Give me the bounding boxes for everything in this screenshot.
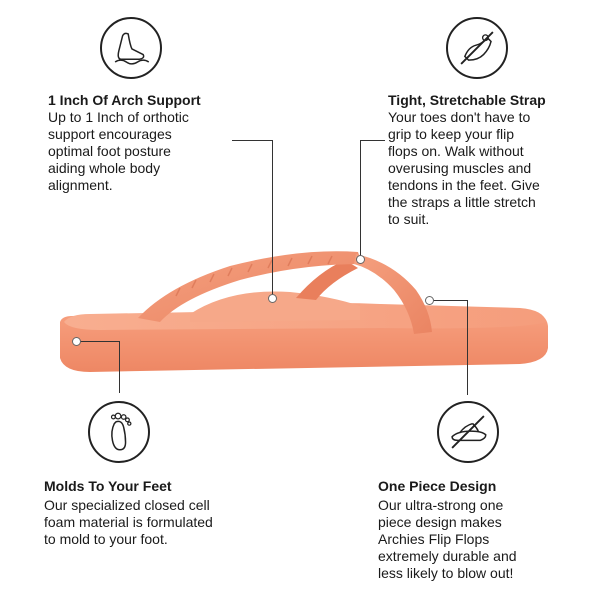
arch-leader-line-h [232, 140, 273, 141]
arch-line: alignment. [48, 177, 113, 193]
arch-line: aiding whole body [48, 160, 161, 176]
strap-line: the straps a little stretch [388, 194, 536, 210]
molds-line: foam material is formulated [44, 514, 213, 530]
molds-title: Molds To Your Feet [44, 478, 172, 494]
strap-line: to suit. [388, 211, 430, 227]
strap-line: Your toes don't have to [388, 109, 531, 125]
onepiece-leader-line-v [467, 300, 468, 395]
footprint-icon [88, 401, 150, 463]
onepiece-line: Our ultra-strong one [378, 497, 504, 513]
strap-title: Tight, Stretchable Strap [388, 92, 546, 108]
arch-line: support encourages [48, 126, 172, 142]
onepiece-line: less likely to blow out! [378, 565, 514, 581]
arch-marker-dot [268, 294, 277, 303]
onepiece-marker-dot [425, 296, 434, 305]
arch-leader-line-v [272, 140, 273, 297]
strap-leader-line-h [360, 140, 385, 141]
molds-marker-dot [72, 337, 81, 346]
strap-description: Your toes don't have to grip to keep you… [388, 109, 593, 228]
onepiece-description: Our ultra-strong one piece design makes … [378, 497, 593, 582]
arch-title: 1 Inch Of Arch Support [48, 92, 201, 108]
strap-line: overusing muscles and [388, 160, 532, 176]
strap-line: flops on. Walk without [388, 143, 524, 159]
molds-description: Our specialized closed cell foam materia… [44, 497, 274, 548]
arch-line: Up to 1 Inch of orthotic [48, 109, 189, 125]
onepiece-title: One Piece Design [378, 478, 497, 494]
foot-arch-icon [100, 17, 162, 79]
onepiece-leader-line-h [430, 300, 468, 301]
onepiece-line: extremely durable and [378, 548, 517, 564]
strap-leader-line-v [360, 140, 361, 258]
molds-leader-line-h [77, 341, 120, 342]
no-toe-grip-icon [446, 17, 508, 79]
onepiece-line: piece design makes [378, 514, 502, 530]
no-blowout-icon [437, 401, 499, 463]
strap-line: grip to keep your flip [388, 126, 515, 142]
arch-description: Up to 1 Inch of orthotic support encoura… [48, 109, 248, 194]
arch-line: optimal foot posture [48, 143, 171, 159]
strap-line: tendons in the feet. Give [388, 177, 540, 193]
strap-marker-dot [356, 255, 365, 264]
molds-leader-line-v [119, 341, 120, 393]
molds-line: to mold to your foot. [44, 531, 168, 547]
molds-line: Our specialized closed cell [44, 497, 210, 513]
onepiece-line: Archies Flip Flops [378, 531, 490, 547]
